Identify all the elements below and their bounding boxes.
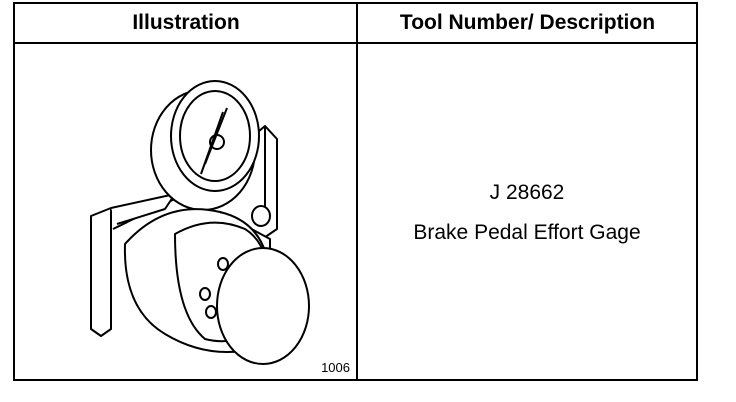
brake-pedal-effort-gage-icon (90, 80, 310, 365)
illustration-cell: 1006 (15, 44, 356, 379)
tool-table: Illustration Tool Number/ Description (13, 2, 698, 381)
header-tool-number-description: Tool Number/ Description (399, 11, 656, 34)
figure-number: 1006 (321, 360, 350, 375)
tool-description: Brake Pedal Effort Gage (413, 221, 641, 244)
table-header-row: Illustration Tool Number/ Description (15, 4, 696, 44)
column-divider (356, 4, 358, 379)
tool-description-cell: J 28662 Brake Pedal Effort Gage (358, 44, 696, 379)
header-illustration: Illustration (132, 11, 240, 34)
tool-number: J 28662 (489, 181, 565, 204)
